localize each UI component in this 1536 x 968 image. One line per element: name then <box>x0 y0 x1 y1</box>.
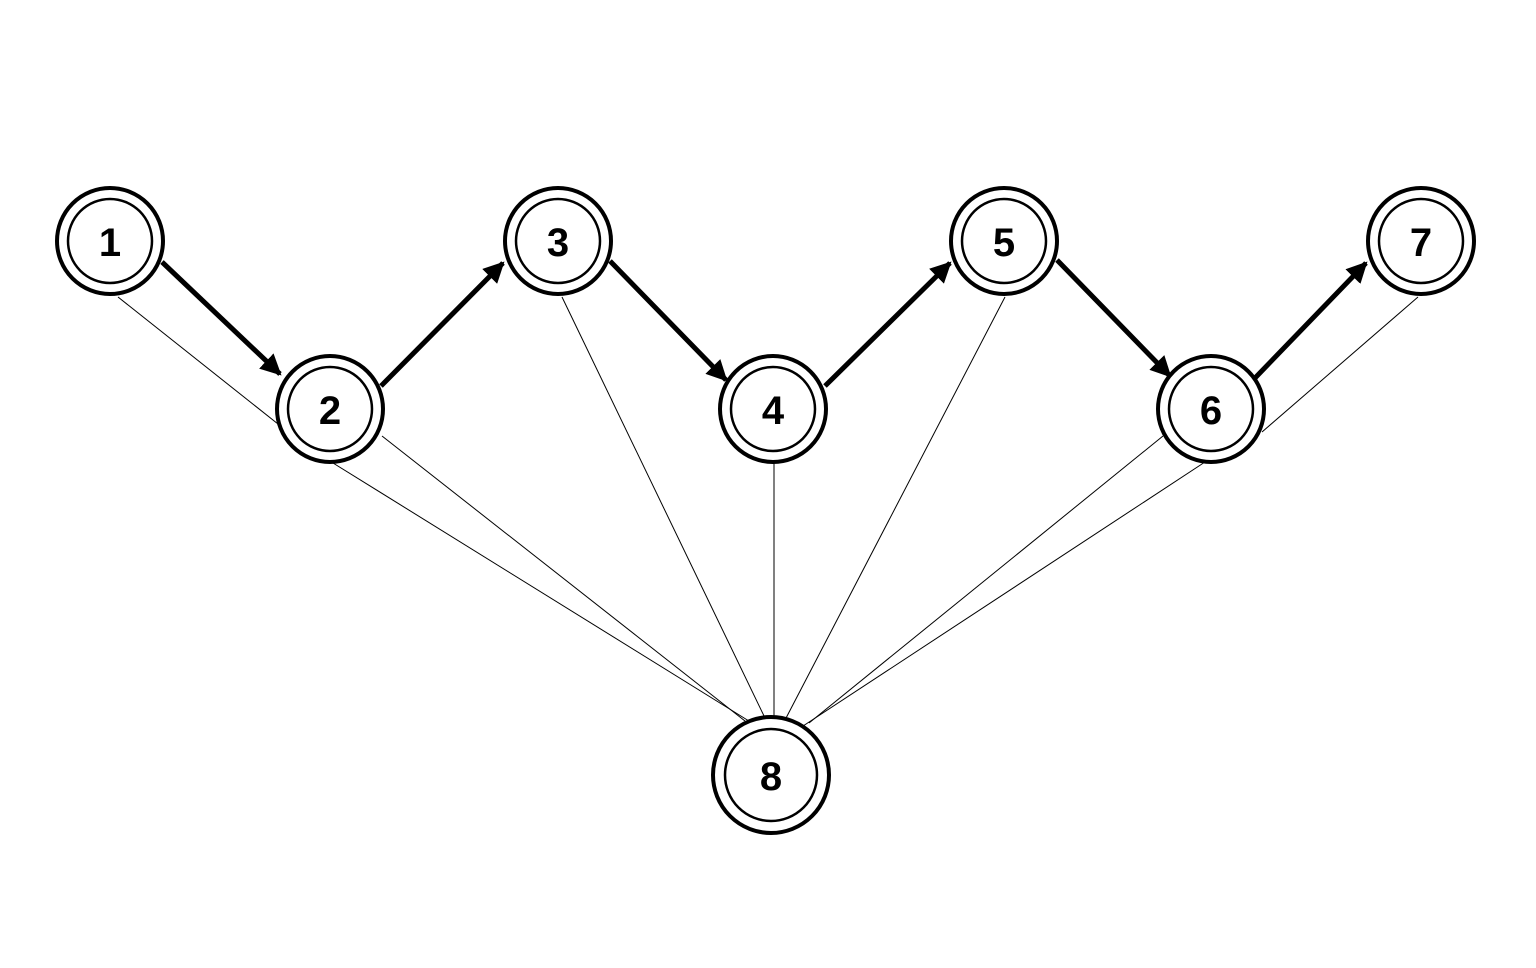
arrow-5-6 <box>1055 258 1172 378</box>
edge-2-8 <box>332 462 758 727</box>
node-6: 6 <box>1156 354 1266 464</box>
node-8-label: 8 <box>760 755 782 799</box>
edge-6-8 <box>799 461 1206 729</box>
directed-edges <box>160 258 1368 388</box>
edge-2-8b <box>381 435 746 722</box>
undirected-edges <box>117 296 1419 729</box>
node-4: 4 <box>718 354 828 464</box>
node-1-label: 1 <box>99 221 121 265</box>
node-4-inner-ring <box>729 365 817 453</box>
node-5: 5 <box>949 186 1059 296</box>
node-1-inner-ring <box>66 197 154 285</box>
arrow-1-2 <box>160 260 282 376</box>
arrow-6-7 <box>1253 261 1368 380</box>
node-6-inner-ring <box>1167 365 1255 453</box>
node-5-inner-ring <box>960 197 1048 285</box>
node-2-inner-ring <box>286 365 374 453</box>
node-3: 3 <box>503 186 613 296</box>
edge-6-7 <box>1261 296 1419 433</box>
node-7-label: 7 <box>1410 221 1432 265</box>
node-8-inner-ring <box>723 727 819 823</box>
arrow-4-5 <box>823 261 952 388</box>
edge-6-8b <box>808 435 1164 724</box>
node-6-label: 6 <box>1200 389 1222 433</box>
node-3-inner-ring <box>514 197 602 285</box>
edge-1-2 <box>117 296 279 425</box>
node-1: 1 <box>55 186 165 296</box>
node-2: 2 <box>275 354 385 464</box>
edge-3-8 <box>561 296 766 719</box>
arrow-3-4 <box>608 259 728 382</box>
node-2-label: 2 <box>319 389 341 433</box>
node-7-inner-ring <box>1377 197 1465 285</box>
node-5-label: 5 <box>993 221 1015 265</box>
node-3-label: 3 <box>547 221 569 265</box>
edge-5-8 <box>784 296 1006 721</box>
nodes: 1 2 3 4 5 6 7 8 <box>55 186 1476 835</box>
node-8: 8 <box>711 715 831 835</box>
arrow-2-3 <box>379 261 505 388</box>
node-7: 7 <box>1366 186 1476 296</box>
node-4-label: 4 <box>762 389 785 433</box>
